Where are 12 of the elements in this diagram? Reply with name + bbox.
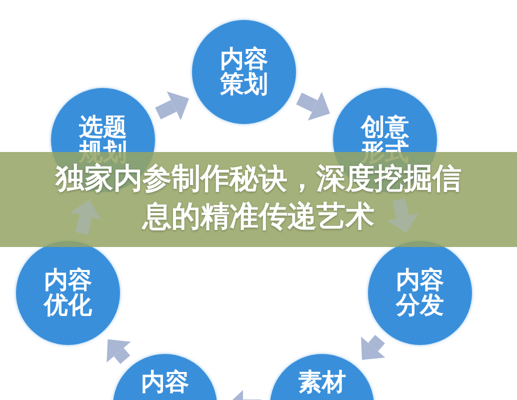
node-label: 内容分发 <box>395 268 445 318</box>
arrow <box>361 334 386 360</box>
arrow <box>387 198 418 234</box>
arrow <box>296 92 330 121</box>
node-label: 内容 <box>140 370 190 396</box>
arrow <box>155 91 190 120</box>
node-label: 内容优化 <box>43 268 93 318</box>
node-label: 素材 <box>297 370 347 396</box>
node-label: 内容策划 <box>219 46 269 98</box>
title-text: 独家内参制作秘诀，深度挖掘信息的精准传递艺术 <box>54 161 462 235</box>
arrow <box>106 339 131 364</box>
arrow <box>70 199 102 235</box>
